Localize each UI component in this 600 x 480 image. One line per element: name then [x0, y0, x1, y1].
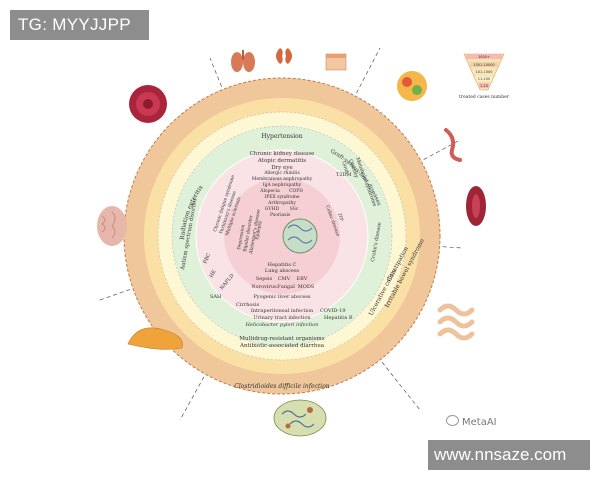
blood-cell-icon — [129, 85, 167, 123]
mdro-label: Multidrug-resistant organisms — [239, 336, 324, 342]
center-gut-image — [282, 218, 318, 254]
ring4-bottom-right: COVID-19 Hepatitis B — [320, 308, 353, 321]
svg-text:SSc: SSc — [290, 206, 299, 212]
svg-text:Atopic dermatitis: Atopic dermatitis — [257, 158, 306, 164]
ring4-left-list: Chronic fatigue syndrome Parkinson's dis… — [212, 174, 242, 237]
svg-text:GVHD: GVHD — [265, 206, 280, 212]
svg-text:Epilepsy: Epilepsy — [254, 220, 263, 241]
svg-text:Chronic kidney disease: Chronic kidney disease — [250, 151, 315, 157]
svg-text:IgA nephropathy: IgA nephropathy — [263, 182, 302, 188]
svg-text:Allergic rhinitis: Allergic rhinitis — [263, 170, 300, 176]
svg-text:11-100: 11-100 — [478, 77, 490, 81]
kidney-icon — [276, 48, 292, 64]
svg-text:Membranous nephropathy: Membranous nephropathy — [252, 176, 313, 182]
svg-text:CMV: CMV — [278, 276, 291, 282]
svg-text:Psoriasis: Psoriasis — [270, 212, 291, 218]
svg-text:EBV: EBV — [297, 276, 308, 282]
svg-text:Alopecia: Alopecia — [259, 188, 280, 194]
sah-label: SAH — [210, 294, 222, 300]
svg-text:PBC: PBC — [202, 252, 212, 265]
hypertension-label: Hypertension — [261, 133, 302, 140]
top-badge: TG: MYYJJPP — [10, 10, 149, 40]
svg-text:Hepatitis B: Hepatitis B — [324, 315, 353, 321]
svg-text:Dry eye: Dry eye — [271, 165, 293, 171]
svg-text:Urinary tract infection: Urinary tract infection — [253, 315, 311, 321]
svg-text:COVID-19: COVID-19 — [320, 308, 346, 314]
svg-text:Gout: Gout — [340, 161, 350, 175]
ring5-top-list: Allergic rhinitis Membranous nephropathy… — [252, 170, 313, 212]
svg-text:Helicobacter pylori infection: Helicobacter pylori infection — [245, 322, 319, 328]
t2dm-label: T2DM — [336, 172, 352, 178]
brain-icon — [97, 206, 127, 246]
red-cell-icon — [466, 186, 486, 226]
svg-text:101-1000: 101-1000 — [476, 70, 493, 74]
ring4-bottom-list: Intraperitoneal infection Urinary tract … — [245, 308, 319, 328]
svg-text:Lung abscess: Lung abscess — [265, 268, 300, 274]
treated-cases-legend: 1000+ 1001-10000 101-1000 11-100 1-10 tr… — [459, 53, 510, 100]
ring4-top-list: Chronic kidney disease Atopic dermatitis… — [250, 151, 315, 171]
svg-text:Arthropathy: Arthropathy — [267, 200, 296, 206]
svg-text:COPD: COPD — [289, 188, 303, 194]
cdi-label: Clostridioides difficile infection — [234, 383, 330, 390]
cirrhosis-label: Cirrhosis — [236, 302, 260, 308]
svg-text:Hepatitis C: Hepatitis C — [268, 262, 297, 268]
svg-text:1000+: 1000+ — [478, 55, 490, 59]
nerve-icon — [444, 128, 462, 162]
svg-text:Sepsis: Sepsis — [256, 276, 273, 282]
aad-label: Antibiotic-associated diarrhea — [239, 343, 325, 349]
ring5-bottom-list: Hepatitis C Lung abscess Sepsis CMV EBV … — [251, 262, 315, 300]
svg-text:MODS: MODS — [298, 284, 315, 290]
svg-text:Depression: Depression — [236, 224, 246, 250]
svg-text:Intraperitoneal infection: Intraperitoneal infection — [251, 308, 314, 314]
watermark-text: MetaAI — [462, 417, 497, 428]
svg-text:1001-10000: 1001-10000 — [473, 63, 494, 67]
bottom-url-badge: www.nnsaze.com — [428, 440, 590, 470]
svg-text:treated cases number: treated cases number — [459, 94, 510, 100]
svg-text:IPEX syndrome: IPEX syndrome — [264, 194, 299, 200]
svg-text:1-10: 1-10 — [480, 84, 488, 88]
svg-text:Pyogenic liver abscess: Pyogenic liver abscess — [253, 294, 311, 300]
svg-text:Fungal: Fungal — [277, 284, 295, 290]
watermark: MetaAI — [446, 415, 497, 428]
svg-text:HE: HE — [209, 269, 218, 279]
wechat-icon — [446, 415, 459, 426]
skin-icon — [325, 53, 347, 71]
lungs-icon — [231, 50, 255, 72]
center-gut-detail — [287, 224, 313, 244]
microbiome-icon — [273, 399, 327, 437]
svg-text:Norovirus: Norovirus — [251, 284, 277, 290]
ring-inner — [224, 178, 340, 294]
intestine-icon — [437, 303, 475, 341]
liver-icon — [127, 327, 183, 350]
svg-text:ITP: ITP — [336, 213, 344, 222]
bacteria-bowl-icon — [397, 71, 427, 101]
